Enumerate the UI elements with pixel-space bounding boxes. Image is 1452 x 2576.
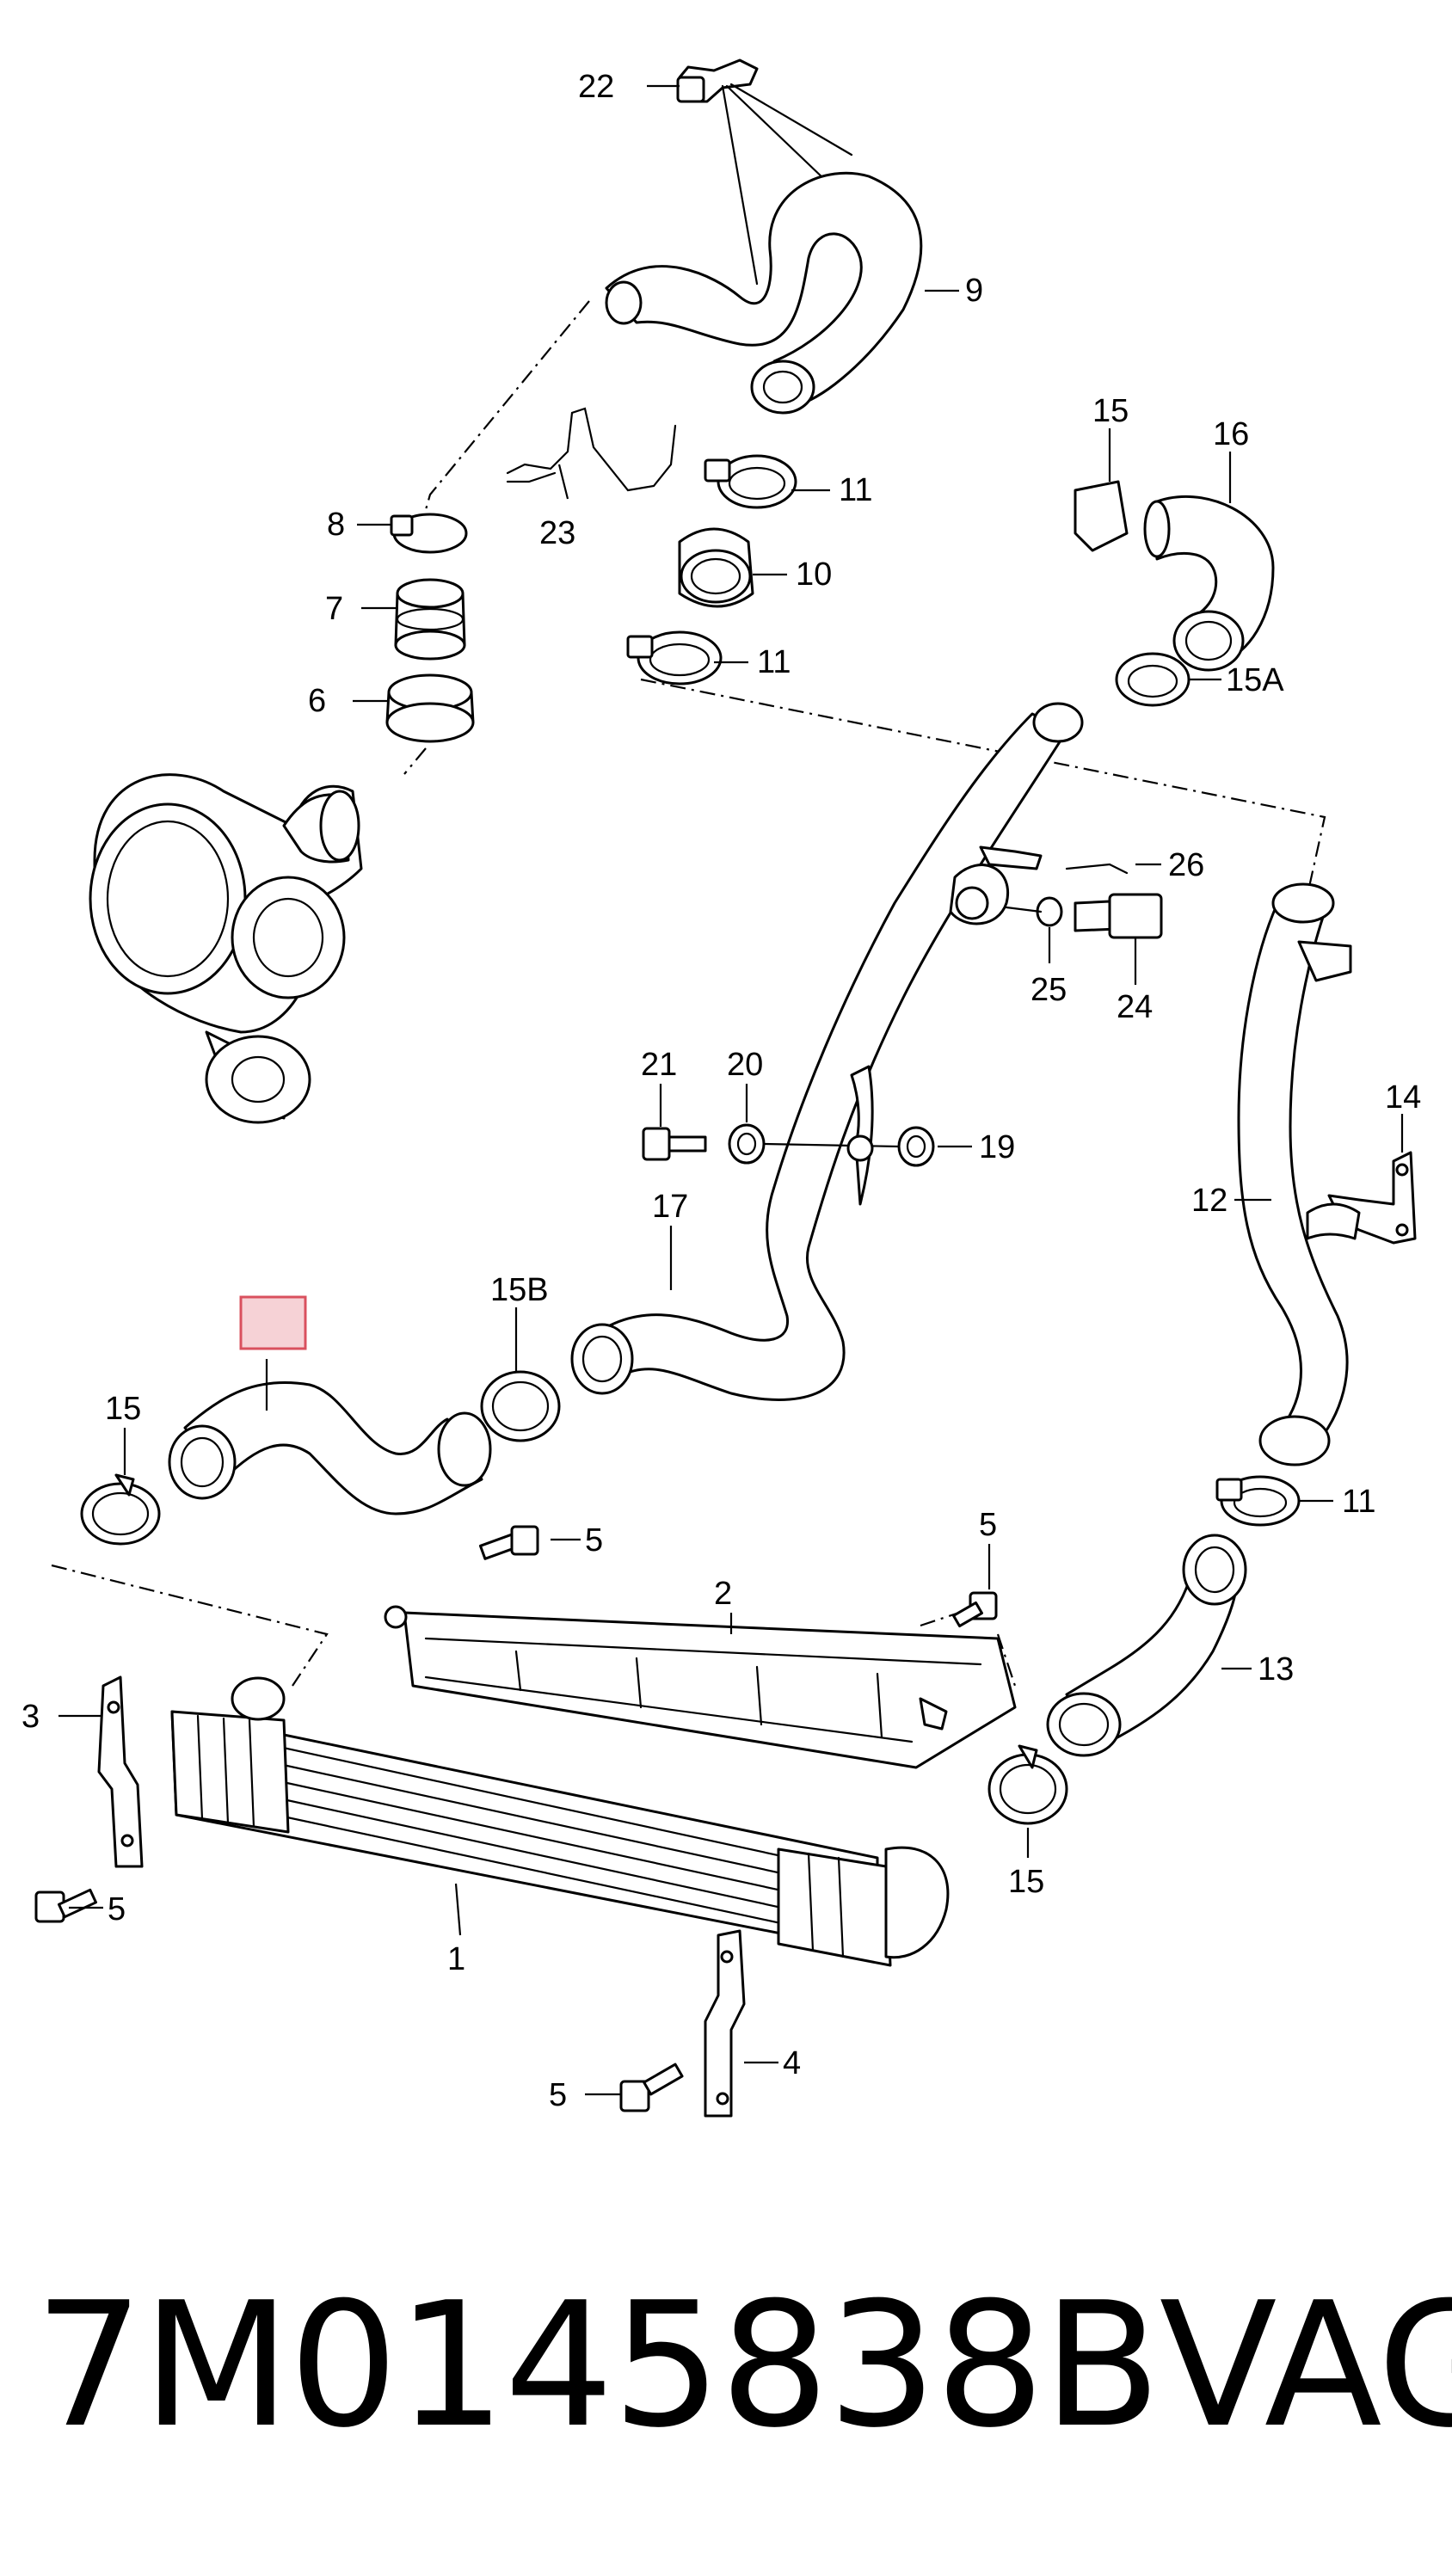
part-15-clamp-lower-right	[987, 1744, 1068, 1825]
part-15A-clamp	[1115, 652, 1191, 707]
label-23: 23	[539, 515, 575, 551]
label-7: 7	[325, 591, 343, 627]
label-17: 17	[652, 1189, 688, 1225]
part-15-clamp-upper-right	[1074, 480, 1129, 552]
part-number: 7M0145838B	[34, 2265, 1161, 2466]
part-3-bracket	[97, 1675, 144, 1868]
part-10-sleeve	[678, 527, 754, 608]
part-21-bolt	[642, 1127, 707, 1161]
label-2: 2	[714, 1576, 732, 1612]
part-18-hose	[168, 1380, 492, 1515]
part-14-bracket	[1306, 1151, 1417, 1245]
part-20-bushing	[728, 1123, 766, 1165]
part-11-clamp-upper	[704, 454, 797, 509]
label-1: 1	[447, 1941, 465, 1977]
part-26-screw	[979, 845, 1129, 875]
part-4-bracket	[704, 1929, 746, 2118]
label-16: 16	[1213, 416, 1249, 452]
label-6: 6	[308, 683, 326, 719]
label-11-right: 11	[1342, 1484, 1375, 1520]
part-5-bolt-a	[478, 1525, 539, 1560]
part-9-hose	[605, 171, 923, 415]
part-12-hose	[1237, 882, 1352, 1466]
part-8-clamp	[390, 513, 468, 554]
highlight-box	[239, 1295, 307, 1350]
part-15-clamp-left	[80, 1473, 161, 1546]
label-26: 26	[1168, 847, 1204, 883]
label-19: 19	[979, 1129, 1015, 1165]
part-5-bolt-b	[952, 1591, 998, 1628]
turbocharger	[89, 773, 363, 1124]
part-16-elbow	[1143, 495, 1275, 672]
part-23-wire-clip	[506, 407, 677, 492]
label-24: 24	[1117, 989, 1153, 1025]
label-5-c: 5	[108, 1891, 126, 1927]
part-caption: 7M0145838B VAG	[34, 2262, 1452, 2468]
label-20: 20	[727, 1047, 763, 1083]
part-11-clamp-right	[1215, 1475, 1301, 1527]
label-4: 4	[783, 2045, 801, 2081]
leader-lines	[58, 84, 1404, 2096]
label-10: 10	[796, 556, 832, 593]
part-19-bushing	[897, 1126, 935, 1167]
label-3: 3	[22, 1699, 40, 1735]
label-15A: 15A	[1226, 662, 1284, 698]
label-11-upper: 11	[839, 472, 872, 508]
brand-name: VAG	[1159, 2265, 1452, 2466]
label-15-left: 15	[105, 1391, 141, 1427]
label-15-top: 15	[1092, 393, 1129, 429]
label-5-d: 5	[549, 2077, 567, 2113]
part-15B-clamp	[480, 1370, 561, 1442]
part-13-hose	[1046, 1534, 1247, 1757]
label-25: 25	[1031, 972, 1067, 1008]
label-12: 12	[1191, 1183, 1227, 1219]
label-15B: 15B	[490, 1272, 549, 1308]
label-5-b: 5	[979, 1507, 997, 1543]
part-2-air-duct	[384, 1605, 1017, 1769]
part-7-sleeve	[394, 578, 466, 661]
part-6-clamp	[385, 673, 475, 743]
part-5-bolt-d	[619, 2063, 684, 2112]
label-22: 22	[578, 69, 614, 105]
label-15-lower-right: 15	[1008, 1864, 1044, 1900]
parts-diagram: 22 9 23 11 10 11 8 7 6 15 16 15A 26 25 2…	[22, 58, 1421, 2118]
part-labels: 22 9 23 11 10 11 8 7 6 15 16 15A 26 25 2…	[22, 69, 1421, 2113]
label-21: 21	[641, 1047, 677, 1083]
label-5-a: 5	[585, 1522, 603, 1559]
part-5-bolt-c	[34, 1888, 98, 1923]
part-11-clamp-middle	[626, 630, 723, 685]
label-13: 13	[1258, 1651, 1294, 1688]
label-8: 8	[327, 507, 345, 543]
label-11-middle: 11	[757, 644, 791, 680]
label-9: 9	[965, 273, 983, 309]
part-22-clip	[676, 58, 853, 286]
label-14: 14	[1385, 1079, 1421, 1116]
part-24-sensor	[1005, 893, 1163, 939]
part-1-intercooler	[170, 1676, 950, 1967]
